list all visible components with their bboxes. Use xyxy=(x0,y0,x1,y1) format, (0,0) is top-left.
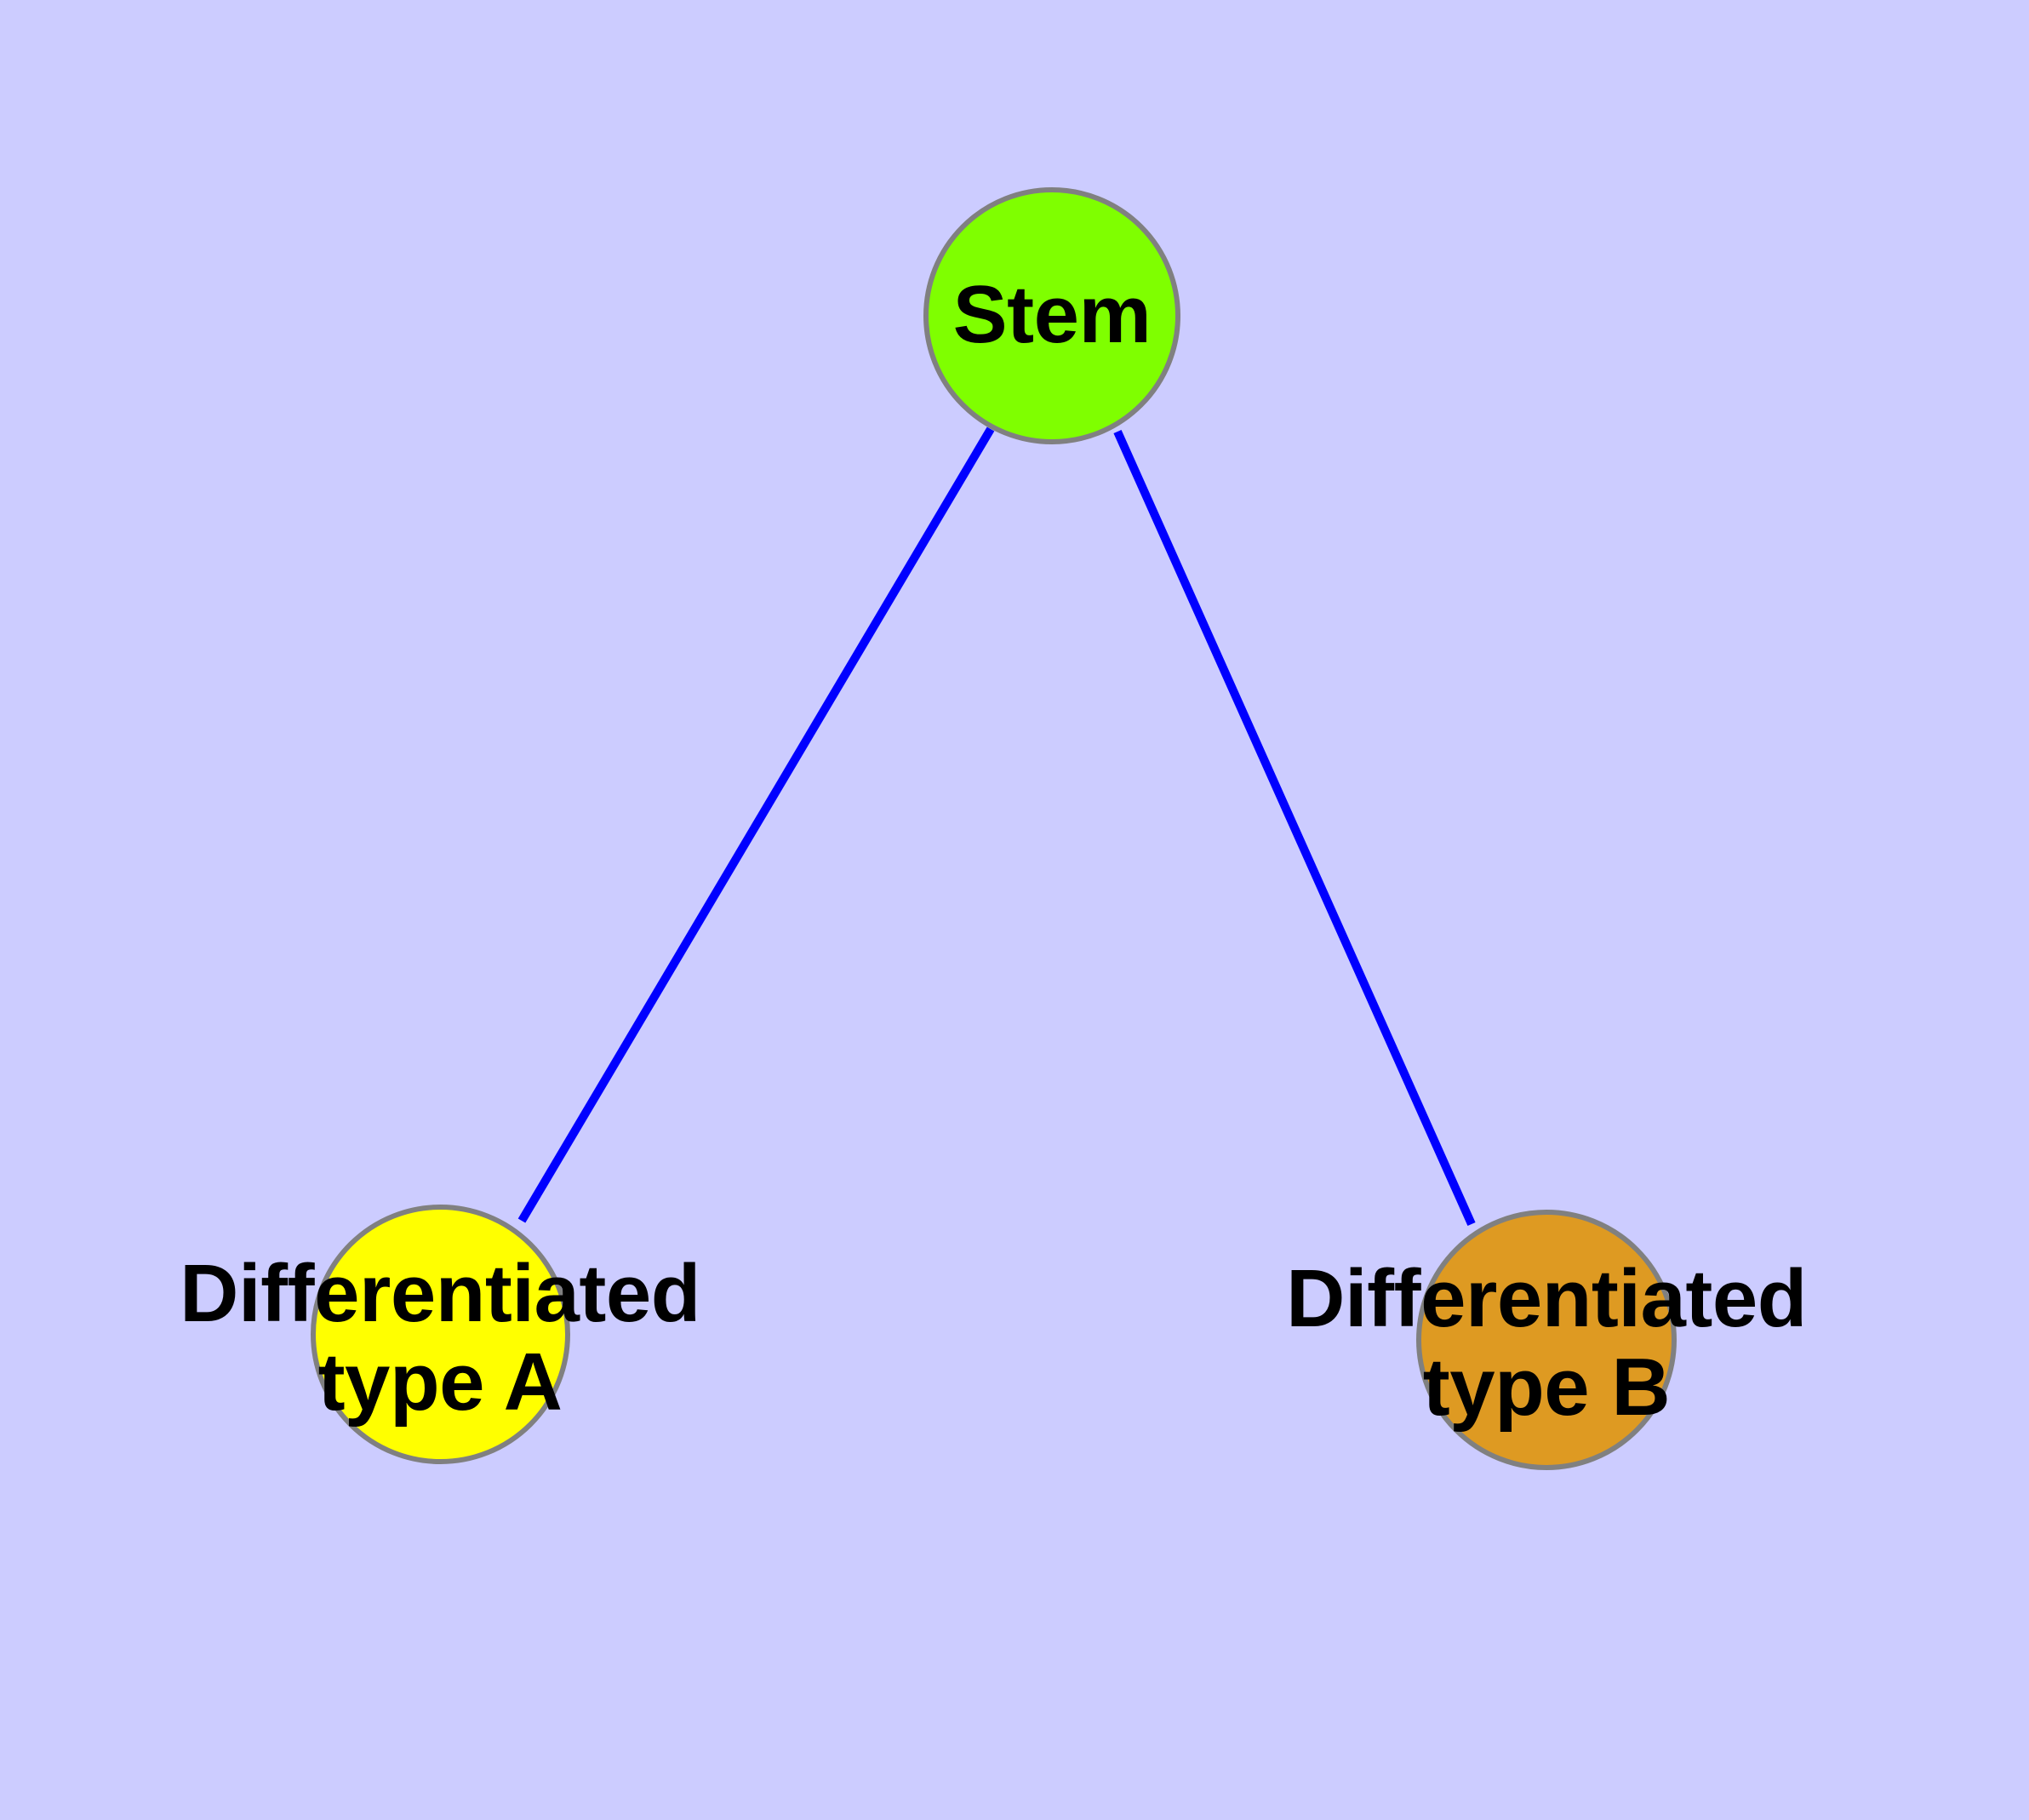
edge-stem-to-differentiated-type-a[interactable] xyxy=(517,426,995,1223)
node-differentiated-type-a[interactable] xyxy=(311,1205,570,1464)
edge-stem-to-differentiated-type-b[interactable] xyxy=(1113,429,1476,1227)
node-differentiated-type-b[interactable] xyxy=(1416,1210,1677,1470)
node-stem[interactable] xyxy=(923,187,1180,444)
